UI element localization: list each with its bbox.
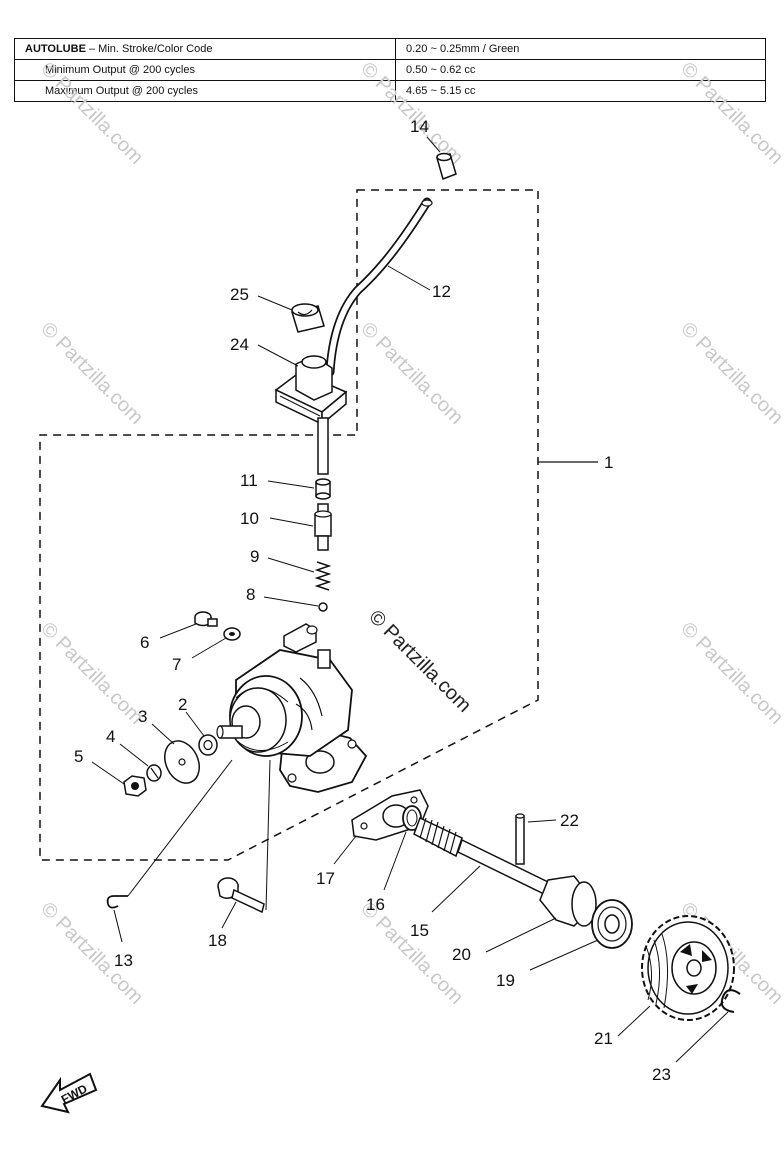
cap-part [436,152,457,180]
leader-line [159,623,197,639]
callout-11: 11 [240,471,258,490]
leader-line [675,1011,729,1063]
collar-part [539,875,598,927]
washer-part [223,627,241,641]
callout-13: 13 [114,951,133,970]
callout-20: 20 [452,945,471,964]
leader-line [191,637,227,659]
leader-line [527,819,557,823]
callout-15: 15 [410,921,429,940]
watermark-main: © Partzilla.com [364,606,475,717]
leader-line [263,596,319,607]
leader-line [257,295,293,311]
callout-6: 6 [140,633,149,652]
pump-body [216,623,368,793]
callout-17: 17 [316,869,335,888]
callout-8: 8 [246,585,255,604]
screw-part [194,611,218,627]
clip-pin-part [106,895,128,909]
assembly-boundary [39,189,539,861]
watermark: © Partzilla.com [36,58,147,169]
callout-23: 23 [652,1065,671,1084]
callout-9: 9 [250,547,259,566]
spacer-part [198,734,218,756]
callout-7: 7 [172,655,181,674]
drive-gear-part [641,915,735,1021]
callout-3: 3 [138,707,147,726]
leader-line [431,865,481,913]
leader-line [387,265,431,291]
callout-5: 5 [74,747,83,766]
leader-line [265,759,271,911]
plate-part [164,740,200,784]
leader-line [333,835,357,865]
callout-10: 10 [240,509,259,528]
callout-24: 24 [230,335,249,354]
bearing-part [591,899,633,949]
leader-line [529,939,599,971]
leader-line [383,831,407,891]
callout-22: 22 [560,811,579,830]
spec-value: 0.20 ~ 0.25mm / Green [395,38,766,60]
leader-line [113,909,123,943]
watermark: © Partzilla.com [676,58,784,169]
watermark: © Partzilla.com [676,318,784,429]
callout-12: 12 [432,282,451,301]
watermark: © Partzilla.com [356,318,467,429]
callout-16: 16 [366,895,385,914]
sleeve-part [315,478,331,500]
bolt-part [217,877,265,914]
callout-18: 18 [208,931,227,950]
lock-washer-part [146,764,162,782]
pipe-holder-part [274,355,348,426]
ball-part [318,602,328,612]
leader-line [267,557,315,573]
pump-stem [317,417,329,475]
spec-value: 4.65 ~ 5.15 cc [395,80,766,102]
callout-14: 14 [410,117,429,136]
leader-line [257,344,299,367]
leader-line [91,761,125,785]
fwd-arrow-icon: FWD [40,1072,98,1114]
leader-line [119,743,149,767]
callout-2: 2 [178,695,187,714]
leader-line [267,480,315,489]
callout-21: 21 [594,1029,613,1048]
callout-labels: 14 12 25 24 1 11 10 9 8 6 7 2 3 4 5 22 1… [74,117,671,1084]
leader-line [185,711,205,737]
spring-part [314,561,332,591]
watermark-group: © Partzilla.com © Partzilla.com © Partzi… [36,58,784,1009]
watermark: © Partzilla.com [676,618,784,729]
spec-row: AUTOLUBE – Min. Stroke/Color Code 0.20 ~… [14,38,766,60]
o-ring-part [402,805,422,831]
leader-line [485,917,557,953]
callout-25: 25 [230,285,249,304]
leader-line [151,723,175,745]
spec-row: Maximum Output @ 200 cycles 4.65 ~ 5.15 … [14,80,766,102]
leader-line [426,136,441,153]
watermark: © Partzilla.com [36,618,147,729]
watermark: © Partzilla.com [356,898,467,1009]
pin-part [515,813,525,865]
nut-part [123,775,147,797]
spec-label: Maximum Output @ 200 cycles [14,80,396,102]
callout-19: 19 [496,971,515,990]
leader-line [617,1005,651,1037]
leader-line [221,901,237,929]
spec-table: AUTOLUBE – Min. Stroke/Color Code 0.20 ~… [14,38,766,102]
callout-4: 4 [106,727,115,746]
callout-1: 1 [604,453,613,472]
circlip-part [720,989,741,1013]
clip-part [291,303,325,333]
check-valve-part [314,503,332,551]
watermark: © Partzilla.com [36,318,147,429]
watermark: © Partzilla.com [356,58,467,169]
drive-shaft-part [413,816,549,896]
leader-line [127,759,233,897]
leader-line [269,517,314,527]
